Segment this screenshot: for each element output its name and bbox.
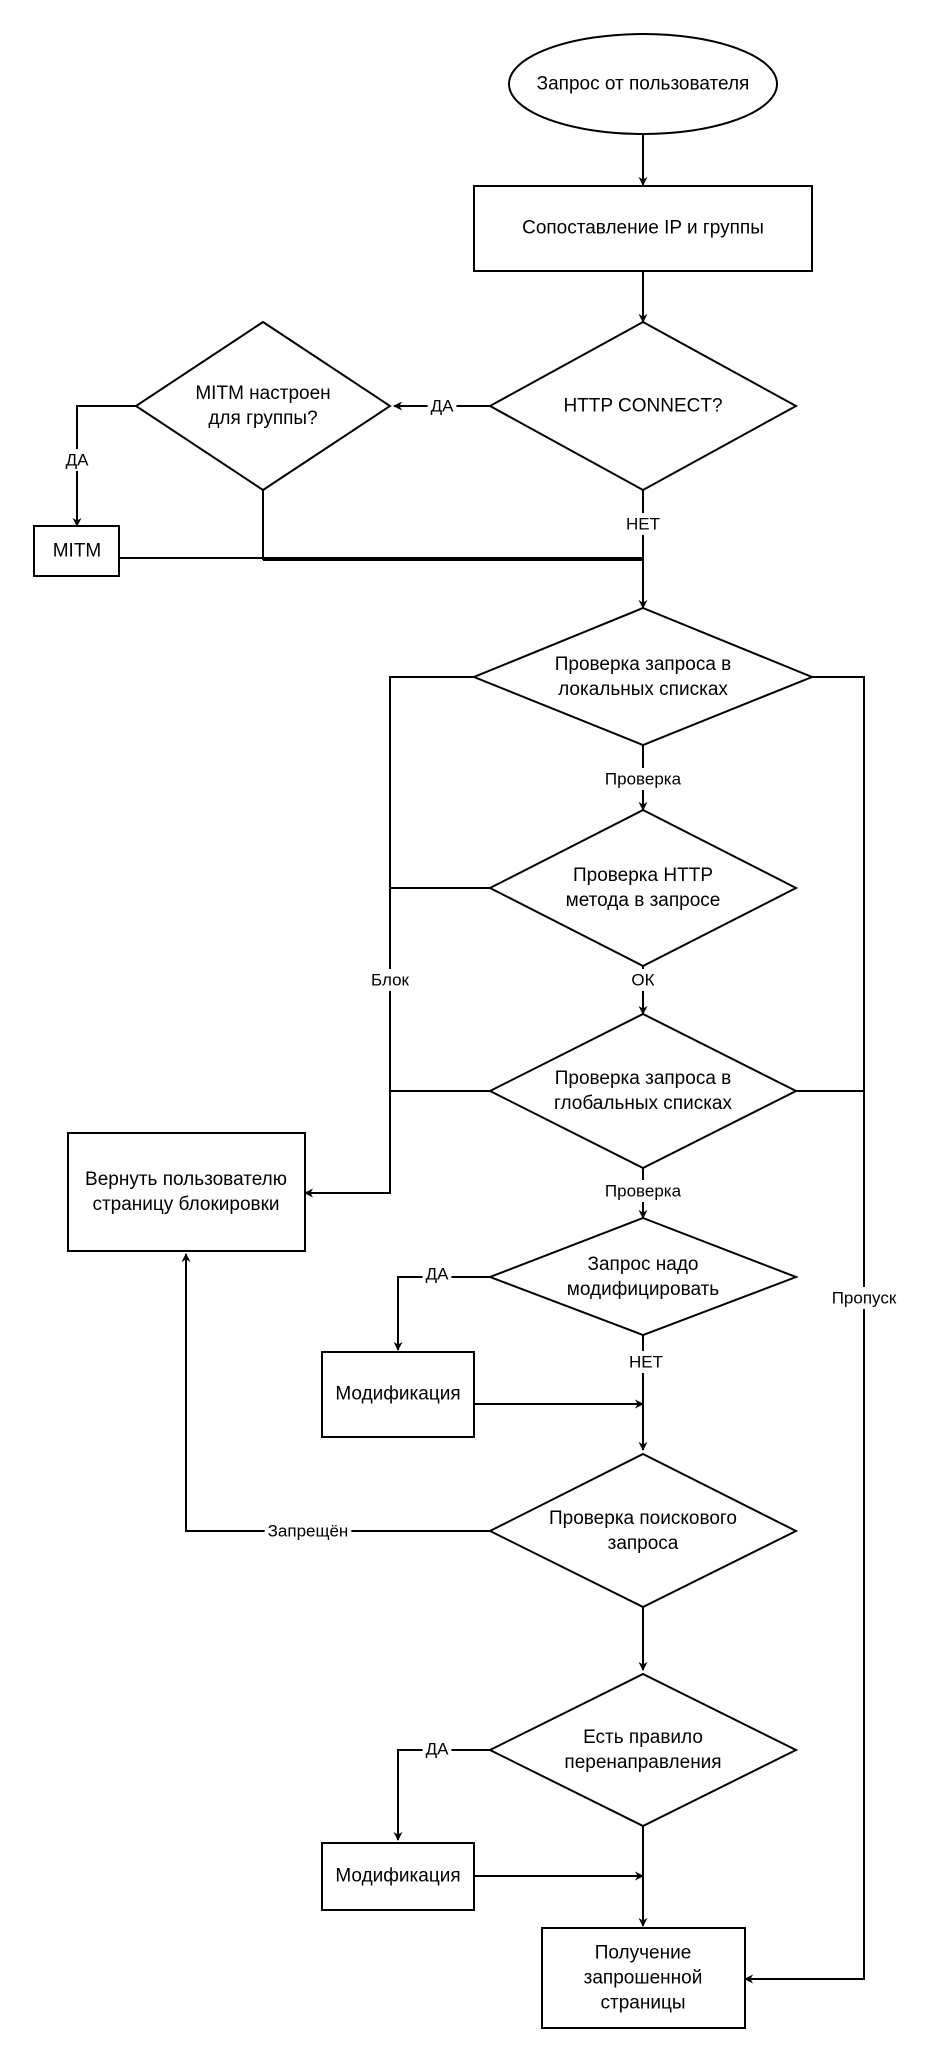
node-text-line: глобальных списках bbox=[554, 1093, 733, 1114]
edge-label-pass: Пропуск bbox=[828, 1287, 900, 1309]
node-text-line: Проверка поискового bbox=[549, 1508, 737, 1529]
edge-label-redirect-yes: ДА bbox=[422, 1738, 452, 1760]
edges bbox=[72, 133, 865, 1984]
node-text-line: запроса bbox=[608, 1533, 679, 1554]
edge-mitm-yes bbox=[72, 405, 136, 527]
match-ip-node bbox=[473, 185, 813, 272]
node-text-line: страницу блокировки bbox=[92, 1194, 279, 1215]
node-text-line: локальных списках bbox=[558, 679, 728, 700]
start-node bbox=[508, 33, 778, 135]
edge-label-connect-yes: ДА bbox=[427, 395, 457, 417]
node-text-line: MITM настроен bbox=[195, 383, 330, 404]
node-text-line: Модификация bbox=[335, 1866, 460, 1887]
svg-text:Проверка: Проверка bbox=[605, 770, 682, 789]
edge-label-connect-no: НЕТ bbox=[623, 513, 663, 535]
node-text-line: MITM bbox=[53, 541, 102, 562]
node-text-line: Запрос от пользователя bbox=[537, 74, 750, 95]
node-text-line: Вернуть пользователю bbox=[85, 1169, 287, 1190]
http-connect-node bbox=[487, 320, 799, 492]
node-text-line: Получение bbox=[595, 1943, 692, 1964]
check-method-node bbox=[487, 808, 799, 968]
block-page-label: Вернуть пользователю страницу блокировки bbox=[85, 1169, 287, 1215]
nodes bbox=[33, 33, 815, 2029]
node-text-line: Проверка запроса в bbox=[555, 1068, 732, 1089]
edge-label-block: Блок bbox=[368, 969, 412, 991]
edge-label-mitm-yes: ДА bbox=[62, 449, 92, 471]
svg-text:Проверка: Проверка bbox=[605, 1182, 682, 1201]
modify1-label: Модификация bbox=[335, 1384, 460, 1405]
need-modify-node bbox=[487, 1216, 799, 1337]
mitm-configured-node bbox=[134, 320, 392, 492]
edge-label-modify-yes: ДА bbox=[422, 1263, 452, 1285]
svg-text:ОК: ОК bbox=[631, 971, 654, 990]
mitm-configured-label: MITM настроен для группы? bbox=[195, 383, 330, 429]
check-local-node bbox=[471, 606, 815, 747]
need-modify-label: Запрос надо модифицировать bbox=[567, 1254, 720, 1300]
check-global-label: Проверка запроса в глобальных списках bbox=[554, 1068, 733, 1114]
svg-text:НЕТ: НЕТ bbox=[626, 515, 660, 534]
edge-pass-local bbox=[744, 676, 865, 1984]
node-labels: Запрос от пользователя Сопоставление IP … bbox=[53, 74, 764, 2014]
node-text-line: модифицировать bbox=[567, 1279, 720, 1300]
node-text-line: Сопоставление IP и группы bbox=[522, 218, 764, 239]
node-text-line: Модификация bbox=[335, 1384, 460, 1405]
match-ip-label: Сопоставление IP и группы bbox=[522, 218, 764, 239]
check-local-label: Проверка запроса в локальных списках bbox=[555, 654, 732, 700]
edge-label-method-ok: ОК bbox=[628, 969, 658, 991]
svg-text:ДА: ДА bbox=[66, 451, 90, 470]
mitm-node bbox=[33, 525, 120, 577]
start-label: Запрос от пользователя bbox=[537, 74, 750, 95]
edge-label-global-check: Проверка bbox=[601, 1180, 685, 1202]
svg-text:НЕТ: НЕТ bbox=[629, 1353, 663, 1372]
mitm-label: MITM bbox=[53, 541, 102, 562]
node-text-line: запрошенной bbox=[584, 1968, 703, 1989]
node-text-line: Проверка HTTP bbox=[573, 865, 713, 886]
node-text-line: перенаправления bbox=[564, 1752, 721, 1773]
node-text-line: Есть правило bbox=[583, 1727, 703, 1748]
node-text-line: метода в запросе bbox=[566, 890, 721, 911]
node-text-line: Проверка запроса в bbox=[555, 654, 732, 675]
svg-text:ДА: ДА bbox=[426, 1265, 450, 1284]
edge-label-modify-no: НЕТ bbox=[626, 1351, 666, 1373]
edge-modify-yes bbox=[393, 1276, 490, 1351]
search-check-label: Проверка поискового запроса bbox=[549, 1508, 737, 1554]
edge-block-local bbox=[304, 676, 474, 1198]
modify2-node bbox=[321, 1842, 475, 1911]
edge-label-local-check: Проверка bbox=[601, 768, 685, 790]
modify2-label: Модификация bbox=[335, 1866, 460, 1887]
modify1-node bbox=[321, 1351, 475, 1438]
svg-text:ДА: ДА bbox=[431, 397, 455, 416]
block-page-node bbox=[67, 1132, 306, 1252]
check-method-label: Проверка HTTP метода в запросе bbox=[566, 865, 721, 911]
svg-text:Пропуск: Пропуск bbox=[832, 1289, 897, 1308]
check-global-node bbox=[487, 1012, 799, 1170]
edge-label-forbidden: Запрещён bbox=[264, 1520, 352, 1542]
redirect-rule-label: Есть правило перенаправления bbox=[564, 1727, 721, 1773]
node-text-line: страницы bbox=[601, 1993, 686, 2014]
node-text-line: HTTP CONNECT? bbox=[563, 396, 722, 417]
redirect-rule-node bbox=[487, 1672, 799, 1828]
search-check-node bbox=[487, 1452, 799, 1609]
svg-text:ДА: ДА bbox=[426, 1740, 450, 1759]
get-page-label: Получение запрошенной страницы bbox=[584, 1943, 703, 2014]
http-connect-label: HTTP CONNECT? bbox=[563, 396, 722, 417]
svg-text:Блок: Блок bbox=[371, 971, 410, 990]
node-text-line: Запрос надо bbox=[588, 1254, 699, 1275]
edge-redirect-yes bbox=[393, 1749, 490, 1841]
edge-forbidden bbox=[181, 1253, 490, 1532]
get-page-node bbox=[541, 1927, 746, 2029]
svg-text:Запрещён: Запрещён bbox=[268, 1522, 349, 1541]
edge-labels: ДА ДА НЕТ Проверка Блок ОК Проверка ДА Н… bbox=[62, 395, 900, 1760]
node-text-line: для группы? bbox=[208, 408, 317, 429]
